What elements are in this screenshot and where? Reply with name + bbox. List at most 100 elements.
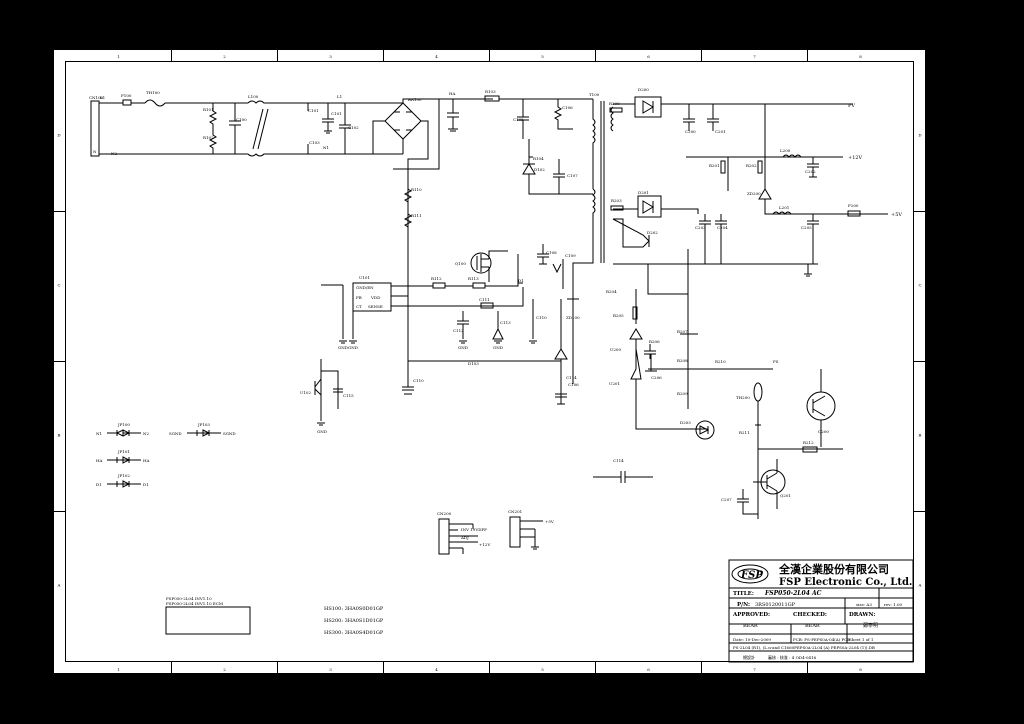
svg-text:DRAWN:: DRAWN:	[849, 612, 875, 618]
svg-text:C112: C112	[453, 328, 464, 333]
svg-text:size: A3: size: A3	[856, 602, 872, 607]
svg-text:JP101: JP101	[117, 449, 130, 454]
svg-text:審核 : 核准 : 4 OD4-0416: 審核 : 核准 : 4 OD4-0416	[768, 654, 817, 660]
svg-text:C101: C101	[331, 111, 342, 116]
svg-text:R103: R103	[485, 89, 496, 94]
svg-text:TH200: TH200	[736, 395, 750, 400]
primary-side: C105 C106 T100 D102 R104 C107 R110 R111 …	[300, 92, 614, 434]
svg-text:R210: R210	[715, 359, 726, 364]
zone-column-label: 3	[329, 54, 332, 59]
svg-text:R112: R112	[431, 276, 442, 281]
svg-text:R207: R207	[677, 329, 688, 334]
svg-text:C108: C108	[546, 250, 557, 255]
svg-text:BEAR: BEAR	[805, 623, 820, 629]
v12-rail-label: +12V	[848, 155, 863, 161]
svg-text:C114: C114	[613, 458, 624, 463]
note-box	[165, 606, 251, 635]
cn100-label: CN100	[89, 95, 104, 100]
svg-text:D200: D200	[638, 87, 649, 92]
svg-text:Q201: Q201	[780, 493, 791, 498]
svg-text:C203: C203	[695, 225, 706, 230]
zone-column-label: 7	[753, 54, 756, 59]
svg-text:D103: D103	[468, 361, 479, 366]
svg-text:BR100: BR100	[408, 97, 422, 102]
svg-text:D1: D1	[143, 482, 149, 487]
svg-text:Sheet 1 of 1: Sheet 1 of 1	[849, 637, 873, 642]
svg-text:R202: R202	[746, 163, 757, 168]
svg-text:HA: HA	[449, 91, 455, 96]
svg-text:C110: C110	[536, 315, 547, 320]
svg-text:T100: T100	[589, 92, 600, 97]
svg-text:Date: 10-Dec-2009: Date: 10-Dec-2009	[733, 637, 771, 642]
u101-controller	[352, 282, 392, 312]
zone-column-label: 2	[223, 54, 226, 59]
svg-text:SENSE: SENSE	[368, 304, 383, 309]
output-connectors: CN200 INV 19VDPP ADJ +12V CN201 +5V	[437, 509, 554, 555]
svg-text:N2: N2	[143, 431, 150, 436]
logo-text: FSP	[740, 570, 763, 581]
zone-row-label: C	[918, 283, 921, 288]
svg-text:R205: R205	[613, 313, 624, 318]
title-block: FSP 全漢企業股份有限公司 FSP Electronic Co., Ltd. …	[728, 559, 914, 663]
svg-text:C103: C103	[309, 140, 320, 145]
svg-text:U201: U201	[609, 381, 620, 386]
svg-text:PS: PS	[773, 359, 779, 364]
note-line-1: FSP050-2L04 INV1.10	[166, 596, 212, 601]
zone-column-label: 4	[435, 54, 438, 59]
svg-text:L200: L200	[780, 148, 791, 153]
pv-rail-label: PV	[848, 103, 855, 109]
th200-symbol	[753, 382, 763, 402]
zone-column-label: 1	[117, 667, 120, 672]
svg-text:C115: C115	[343, 393, 354, 398]
svg-text:N: N	[93, 149, 97, 154]
zone-column-label: 8	[859, 54, 862, 59]
drawing-title: FSP050-2L04 AC	[764, 590, 822, 597]
svg-text:PS-2L04 (R1), (L.n-and C1660PE: PS-2L04 (R1), (L.n-and C1660PEPS0A-2L04 …	[733, 645, 875, 650]
zone-column-label: 2	[223, 667, 226, 672]
zone-column-label: 4	[435, 667, 438, 672]
svg-text:U200: U200	[610, 347, 621, 352]
bom-line-1: HS100: 3HA0S0D01GP	[324, 606, 384, 612]
svg-text:JP102: JP102	[117, 473, 130, 478]
svg-text:R102: R102	[203, 135, 214, 140]
svg-text:C202: C202	[805, 169, 816, 174]
ac-input: CN100 L1 N N2 F100 TH100 R101 R102 C100 …	[89, 89, 593, 355]
svg-text:C114: C114	[566, 375, 577, 380]
svg-text:C106: C106	[568, 382, 579, 387]
svg-text:CHECKED:: CHECKED:	[793, 612, 827, 618]
svg-text:N1: N1	[96, 431, 102, 436]
svg-text:C106: C106	[562, 105, 573, 110]
svg-text:GND: GND	[338, 345, 348, 350]
svg-text:R204: R204	[606, 289, 617, 294]
svg-text:D203: D203	[680, 420, 691, 425]
svg-text:C113: C113	[500, 320, 511, 325]
svg-text:D1: D1	[96, 482, 102, 487]
svg-text:D102: D102	[534, 167, 545, 172]
svg-text:L1: L1	[100, 95, 105, 100]
svg-text:C102: C102	[348, 125, 359, 130]
svg-text:U102: U102	[300, 390, 311, 395]
svg-text:C109: C109	[565, 253, 576, 258]
zone-row-label: A	[918, 583, 922, 588]
q200-symbol	[806, 391, 836, 421]
d203-symbol	[695, 420, 715, 440]
svg-text:R111: R111	[411, 213, 422, 218]
svg-text:CT: CT	[356, 304, 362, 309]
zone-row-label: B	[58, 433, 61, 438]
svg-text:D202: D202	[647, 230, 658, 235]
svg-text:rev: 1.00: rev: 1.00	[884, 602, 903, 607]
fsp-logo: FSP	[731, 564, 769, 584]
svg-text:R113: R113	[468, 276, 479, 281]
svg-text:C107: C107	[567, 173, 578, 178]
svg-text:鄭寧明: 鄭寧明	[863, 622, 878, 629]
note-line-2: FSP050-2L04 INV1.10 ECM	[166, 601, 223, 606]
svg-text:R201: R201	[709, 163, 720, 168]
fuse-f100	[122, 99, 132, 106]
svg-text:CN200: CN200	[437, 511, 452, 516]
thermistor-th100	[144, 99, 166, 107]
svg-text:VDD: VDD	[370, 295, 380, 300]
bom-line-2: HS200: 3HA0S1D01GP	[324, 618, 384, 624]
svg-text:C200: C200	[685, 129, 696, 134]
svg-text:JP103: JP103	[197, 422, 210, 427]
